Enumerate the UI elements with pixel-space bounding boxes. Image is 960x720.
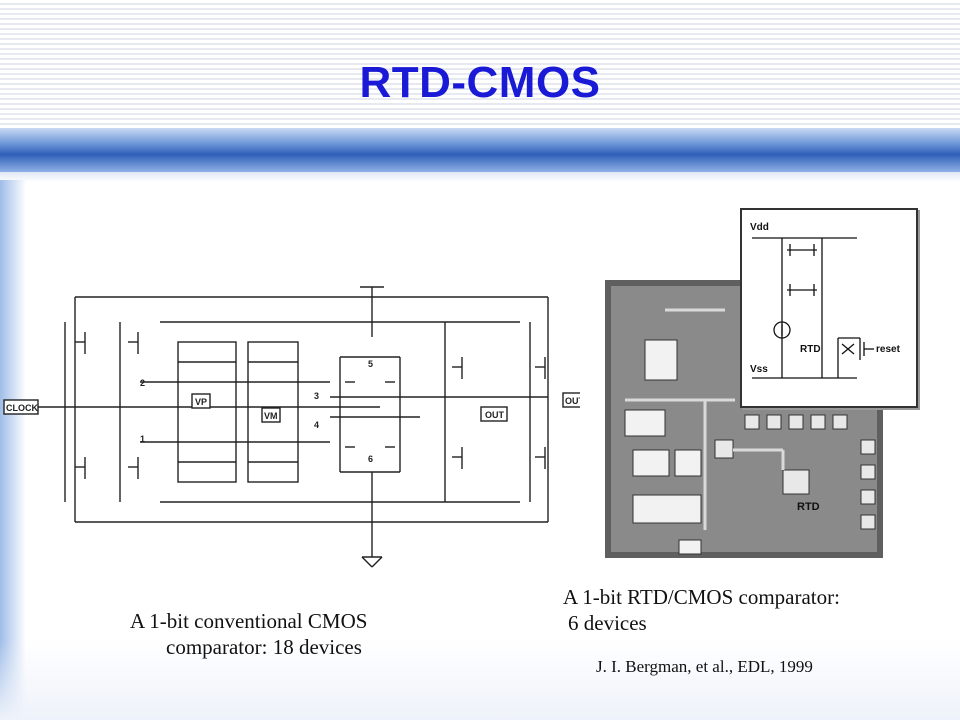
left-edge-decoration	[0, 180, 26, 720]
reset-label: reset	[876, 344, 901, 355]
inset-rtd-label: RTD	[800, 344, 821, 355]
node-label: 2	[140, 378, 145, 388]
bottom-edge-decoration	[0, 640, 960, 720]
citation: J. I. Bergman, et al., EDL, 1999	[596, 657, 813, 676]
vss-label: Vss	[750, 364, 768, 375]
left-caption-line2: comparator: 18 devices	[166, 635, 362, 659]
title-accent-bar	[0, 128, 960, 172]
die-rtd-label: RTD	[797, 501, 820, 513]
rtd-cmos-circuit-inset: Vdd Vss RTD reset	[740, 208, 918, 408]
node-label: 3	[314, 391, 319, 401]
node-label: 4	[314, 420, 319, 430]
clock-label: CLOCK	[6, 403, 38, 413]
cmos-comparator-schematic: CLOCK OUTB OUT VP VM 1 2 3 4 5 6	[3, 286, 580, 568]
right-caption-line2: 6 devices	[568, 611, 647, 635]
title-bar-shadow	[0, 172, 960, 182]
right-caption-line1: A 1-bit RTD/CMOS comparator:	[563, 585, 840, 609]
left-caption: A 1-bit conventional CMOS comparator: 18…	[130, 608, 460, 660]
node-label: 1	[140, 434, 145, 444]
out-label: OUT	[485, 410, 505, 420]
outb-label: OUTB	[565, 396, 580, 406]
vdd-label: Vdd	[750, 222, 769, 233]
vm-label: VM	[264, 411, 278, 421]
right-caption: A 1-bit RTD/CMOS comparator: 6 devices	[563, 584, 943, 636]
left-caption-line1: A 1-bit conventional CMOS	[130, 609, 368, 633]
slide-title: RTD-CMOS	[359, 58, 601, 107]
node-label: 5	[368, 359, 373, 369]
vp-label: VP	[195, 397, 207, 407]
header-stripes	[0, 0, 960, 130]
node-label: 6	[368, 454, 373, 464]
